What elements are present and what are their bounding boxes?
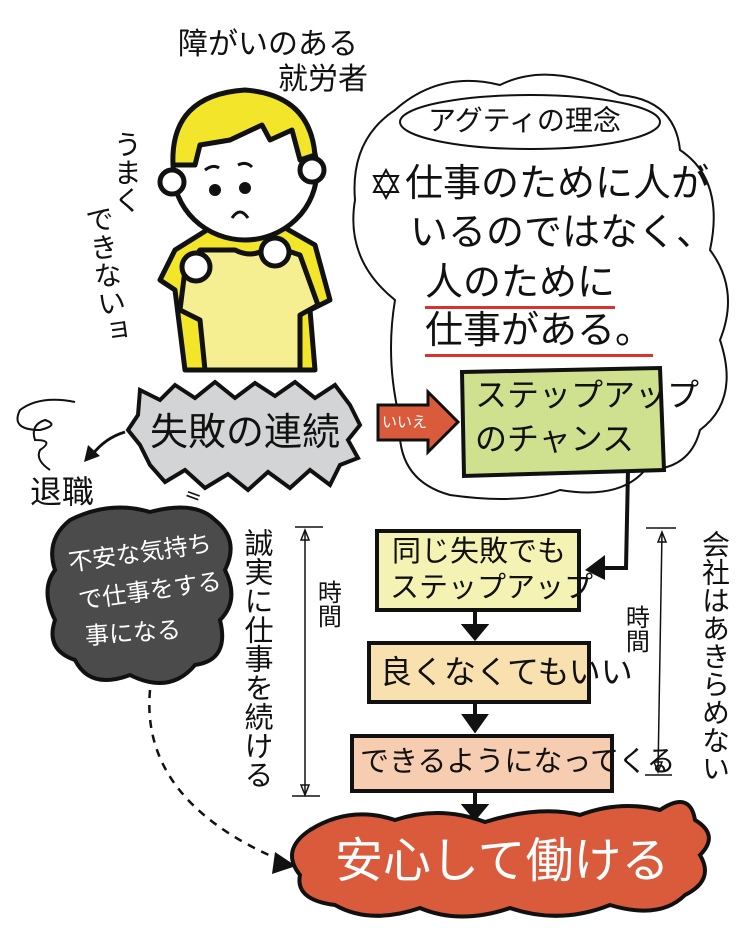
step-box-2-shape [367,641,591,704]
star-of-david-icon [372,167,400,201]
result-label: 安心して働ける [335,833,670,889]
step-box-1-shape [375,529,581,612]
step-1-line-1: 同じ失敗でも [392,534,567,568]
result-cloud-shape [290,800,711,919]
resign-label: 退職 [30,473,95,511]
time-arrow-left [292,526,323,798]
title-line-1: 障がいのある [178,27,358,62]
philosophy-label: アグティの理念 [428,104,621,137]
down-arrows [460,612,490,822]
no-arrow-label: いいえ [382,413,428,431]
failure-burst-shape [125,379,363,493]
chance-line-1: ステップアップ [475,376,700,414]
philosophy-line-2: いるのではなく、 [410,210,715,254]
philosophy-line-3: 人のために [425,261,616,309]
step-box-3-shape [350,734,614,793]
philosophy-line-1: 仕事のために人が [405,161,710,205]
step-1-line-2: ステップアップ [390,570,594,604]
title-line-2: 就労者 [278,62,368,97]
step-3-label: できるようになってくる [360,744,676,778]
chance-to-steps-arrow [605,469,630,570]
anxiety-cloud-shape [45,505,234,685]
worker-illustration [157,87,333,373]
worker-speech-col1: うまく [109,130,143,214]
step-2-label: 良くなくてもいい [380,653,633,691]
arrow-to-resign [90,430,126,456]
company-label: 会社はあきらめない [698,530,731,782]
time-left-label: 時間 [313,580,342,628]
philosophy-line-4: 仕事がある。 [425,309,654,357]
no-arrow-shape [376,388,461,456]
chance-line-2: のチャンス [475,420,635,458]
chance-box-shape [459,365,667,479]
philosophy-label-bubble [399,94,661,150]
sincere-label: 誠実に仕事を続ける [240,528,274,789]
time-arrow-right [645,527,676,776]
time-right-label: 時間 [621,605,650,653]
spiral-doodle [16,398,76,471]
failure-label: 失敗の連続 [150,410,341,454]
